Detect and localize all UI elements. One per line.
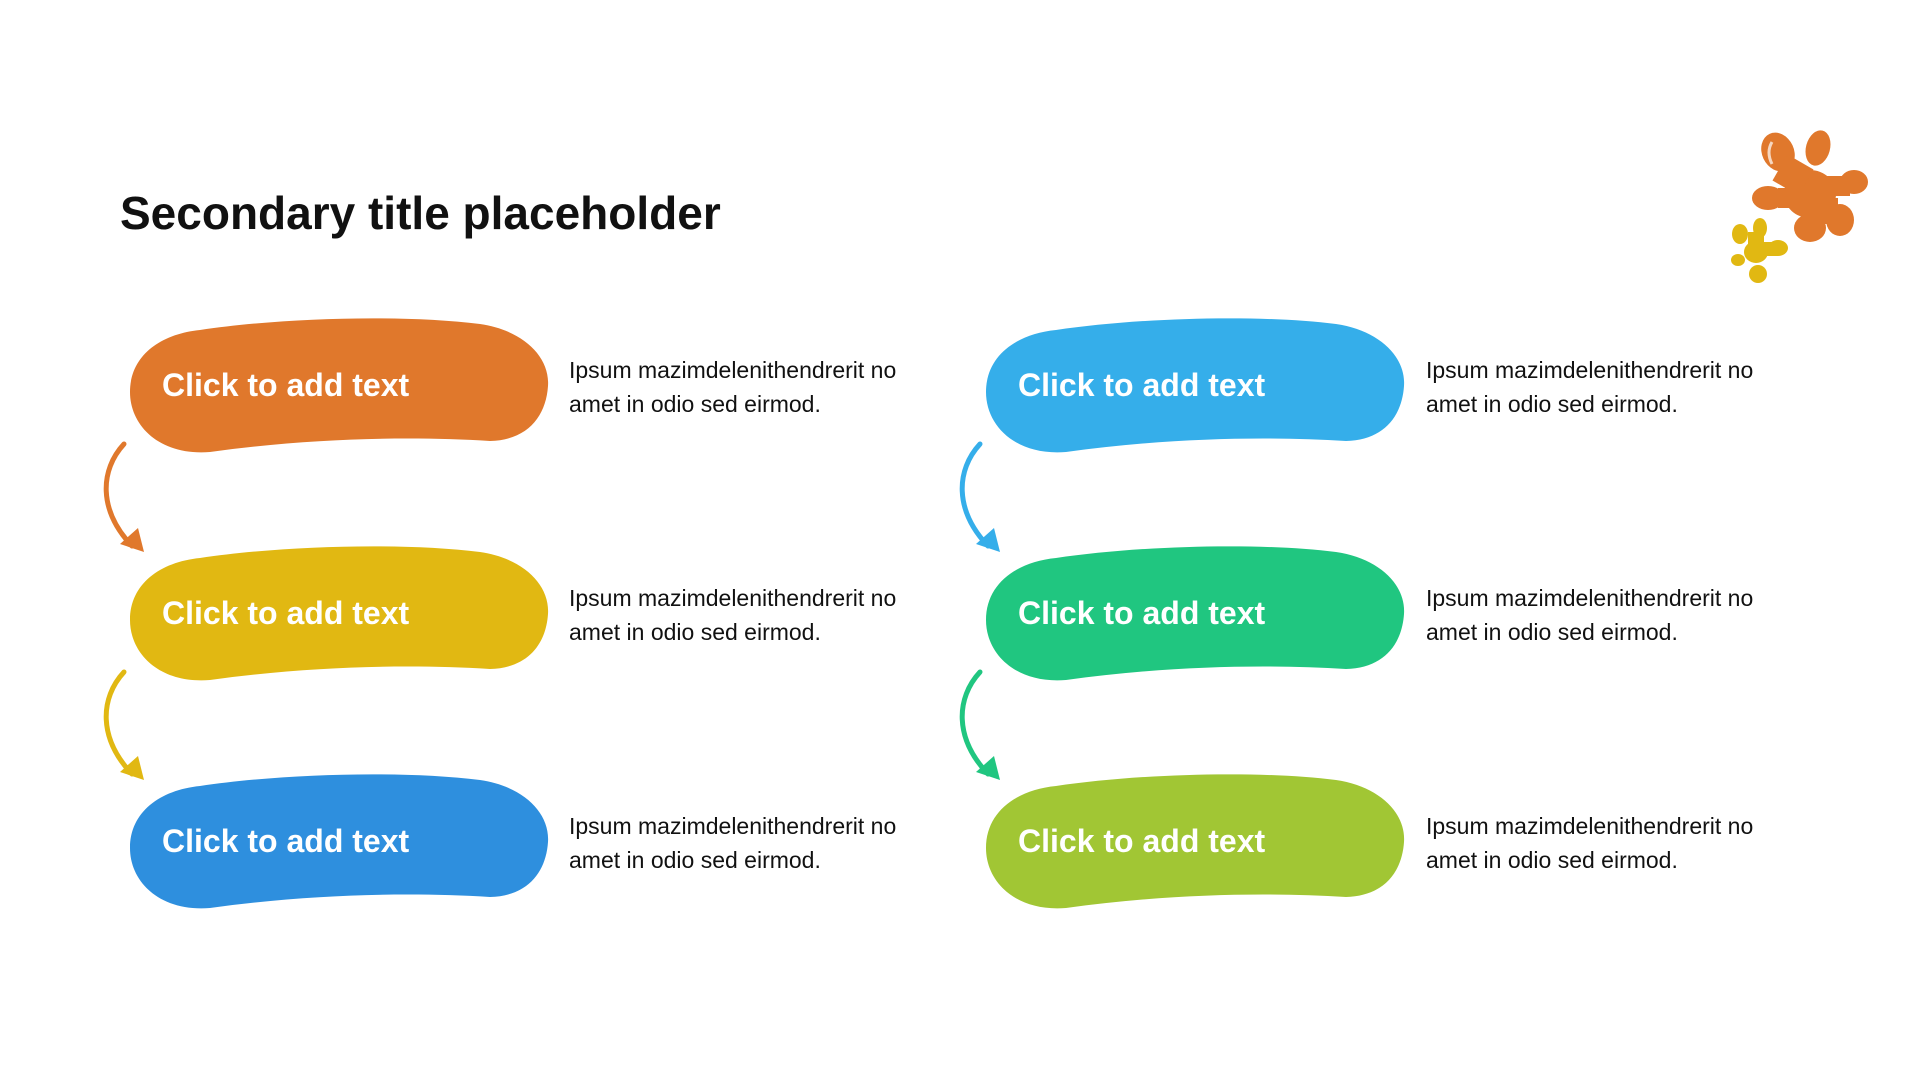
arrow-3-line (959, 441, 991, 549)
arrow-4-line (959, 669, 991, 777)
step-1-label: Click to add text (162, 367, 410, 403)
arrow-1-icon (103, 441, 144, 552)
slide-title[interactable]: Secondary title placeholder (120, 187, 721, 239)
step-1-pill[interactable]: Click to add text (130, 316, 550, 454)
arrow-2-icon (103, 669, 144, 780)
arrow-2-line (103, 669, 135, 777)
step-5-label: Click to add text (1018, 595, 1266, 631)
step-3-description[interactable]: Ipsum mazimdelenithendrerit no amet in o… (569, 813, 897, 873)
step-5-shape (986, 546, 1405, 681)
step-6-label: Click to add text (1018, 823, 1266, 859)
step-3-pill[interactable]: Click to add text (130, 772, 550, 910)
step-2-label: Click to add text (162, 595, 410, 631)
step-3-shape (130, 774, 549, 909)
arrow-3-head (976, 528, 1000, 552)
arrow-2-head (120, 756, 144, 780)
step-2-description[interactable]: Ipsum mazimdelenithendrerit no amet in o… (569, 585, 897, 645)
step-5-shape-fill (986, 546, 1405, 681)
step-1-shape-fill (130, 318, 549, 453)
arrow-1-line (103, 441, 135, 549)
arrow-3-icon (959, 441, 1000, 552)
step-6-shape-fill (986, 774, 1405, 909)
step-1-shape (130, 318, 549, 453)
arrow-4-head (976, 756, 1000, 780)
step-2-shape-fill (130, 546, 549, 681)
yellow-splash-icon (1731, 218, 1788, 283)
step-6-shape (986, 774, 1405, 909)
step-4-shape-fill (986, 318, 1405, 453)
splash-decoration-icon (1731, 130, 1868, 283)
orange-splash-icon (1752, 130, 1868, 242)
step-5-pill[interactable]: Click to add text (986, 544, 1406, 682)
step-1-description[interactable]: Ipsum mazimdelenithendrerit no amet in o… (569, 357, 897, 417)
step-4-label: Click to add text (1018, 367, 1266, 403)
step-2-pill[interactable]: Click to add text (130, 544, 550, 682)
step-6-description[interactable]: Ipsum mazimdelenithendrerit no amet in o… (1426, 813, 1754, 873)
step-5-description[interactable]: Ipsum mazimdelenithendrerit no amet in o… (1426, 585, 1754, 645)
step-6-pill[interactable]: Click to add text (986, 772, 1406, 910)
step-3-shape-fill (130, 774, 549, 909)
arrow-4-icon (959, 669, 1000, 780)
step-3-label: Click to add text (162, 823, 410, 859)
step-4-shape (986, 318, 1405, 453)
step-2-shape (130, 546, 549, 681)
arrow-1-head (120, 528, 144, 552)
step-4-pill[interactable]: Click to add text (986, 316, 1406, 454)
step-4-description[interactable]: Ipsum mazimdelenithendrerit no amet in o… (1426, 357, 1754, 417)
